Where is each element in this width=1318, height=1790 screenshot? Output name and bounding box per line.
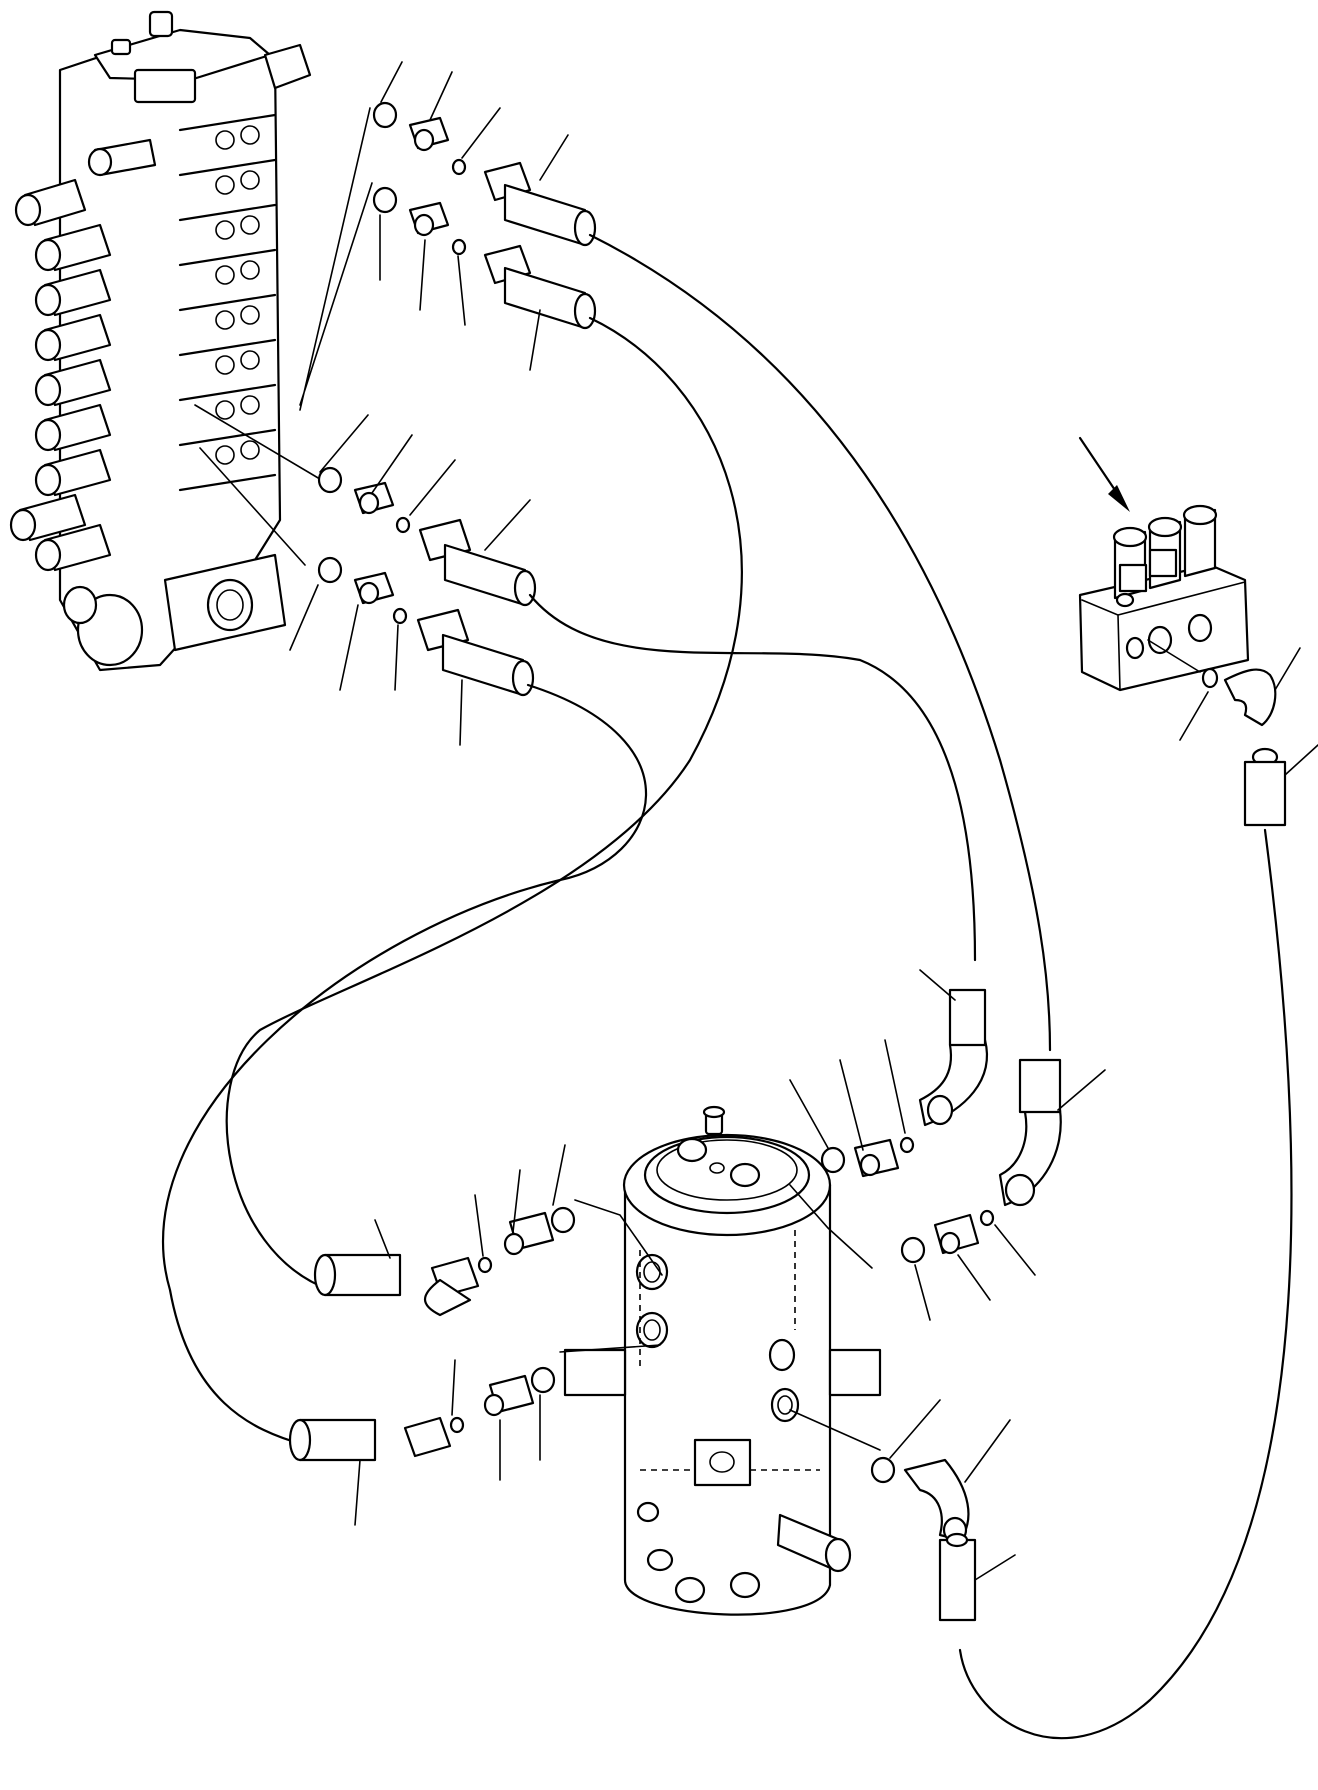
fitting-group-1 [372, 61, 597, 247]
hose-3 [528, 593, 977, 962]
hose-4 [162, 683, 648, 1447]
hose-2 [225, 316, 743, 1292]
swivel-fitting-left-lower [288, 1359, 556, 1526]
swivel-fitting-bottom-elbow [870, 1399, 1016, 1622]
swivel-fitting-left-upper [313, 1144, 576, 1317]
fitting-group-2 [372, 186, 597, 371]
fitting-group-3 [317, 414, 537, 607]
swivel-fitting-right-lower [900, 1058, 1106, 1321]
hydraulic-hoses [162, 233, 1293, 1740]
center-swivel-joint [559, 1105, 882, 1616]
valve-side-plates [178, 113, 277, 492]
swivel-fitting-right-upper [789, 969, 988, 1178]
control-valve-block [9, 10, 373, 672]
fitting-group-4 [289, 556, 535, 746]
hose-1 [588, 233, 1052, 1052]
hose-5 [958, 828, 1293, 1740]
valve-spool-caps [9, 138, 157, 572]
solenoid-valve-block [1078, 436, 1318, 827]
